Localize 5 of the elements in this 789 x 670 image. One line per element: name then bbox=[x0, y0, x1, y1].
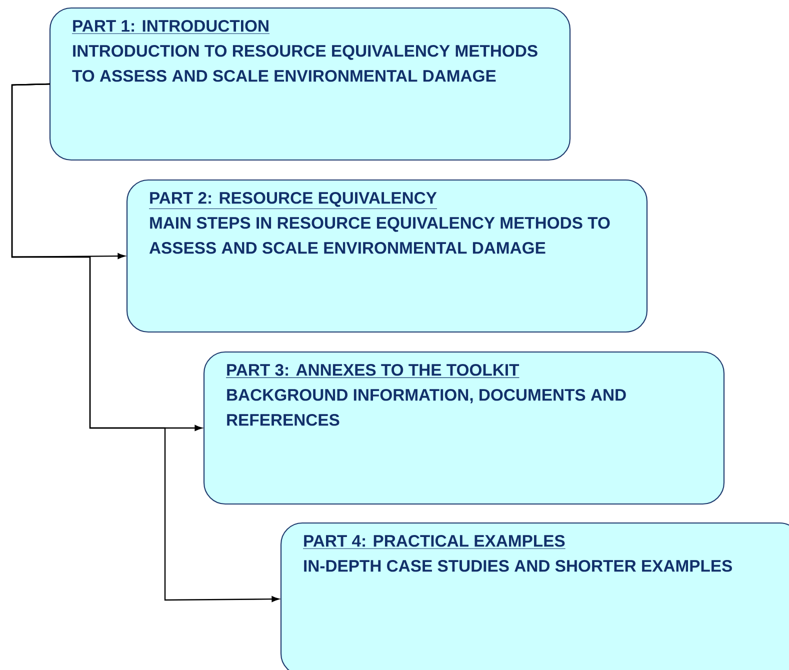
section-box: PART 2: RESOURCE EQUIVALENCY MAIN STEPS IN RESOURCE EQUIVALENCY METHODS TO ASSESS AND SCALE ENVIRONMENTAL DAMAGE bbox=[126, 179, 648, 333]
section-box: PART 1: INTRODUCTION INTRODUCTION TO RESOURCE EQUIVALENCY METHODS TO ASSESS AND SCALE ENVIRONMENTAL DAMAGE bbox=[49, 7, 571, 161]
section-box: PART 4: PRACTICAL EXAMPLES IN-DEPTH CASE STUDIES AND SHORTER EXAMPLES bbox=[280, 522, 789, 670]
arrow bbox=[11, 83, 280, 602]
section-box: PART 3: ANNEXES TO THE TOOLKIT BACKGROUND INFORMATION, DOCUMENTS AND REFERENCES bbox=[203, 351, 725, 505]
